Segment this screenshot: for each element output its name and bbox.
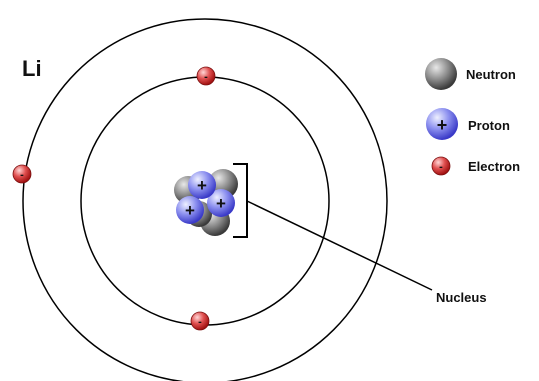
nucleus-bracket [233, 164, 247, 237]
nucleus-pointer-line [247, 201, 432, 290]
nucleus-label: Nucleus [436, 290, 487, 305]
electron-inner-bottom: - [191, 312, 209, 330]
proton-sign: + [216, 194, 226, 213]
legend-proton-label: Proton [468, 118, 510, 133]
legend-electron: - Electron [432, 157, 520, 175]
electron-sign: - [20, 169, 24, 181]
neutron-swatch [425, 58, 457, 90]
element-symbol: Li [22, 56, 42, 81]
inner-shell [81, 77, 329, 325]
electron-sign: - [198, 316, 202, 328]
electron-sign: - [204, 71, 208, 83]
proton-swatch-sign: + [437, 115, 448, 135]
legend-electron-label: Electron [468, 159, 520, 174]
electron-inner-top: - [197, 67, 215, 85]
proton-sign: + [197, 176, 207, 195]
electron-outer-left: - [13, 165, 31, 183]
legend-neutron: Neutron [425, 58, 516, 90]
nucleus: + + + [174, 169, 238, 236]
legend-neutron-label: Neutron [466, 67, 516, 82]
legend-proton: + Proton [426, 108, 510, 140]
electron-swatch-sign: - [439, 161, 443, 173]
proton-sign: + [185, 201, 195, 220]
legend: Neutron + Proton - Electron [425, 58, 520, 175]
